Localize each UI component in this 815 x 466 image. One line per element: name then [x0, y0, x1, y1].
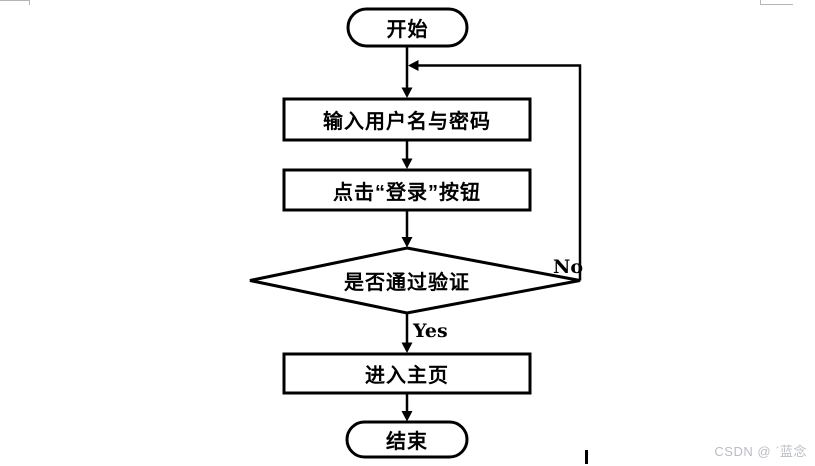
table-border-fragment-top-right-h	[760, 4, 793, 5]
click-login-node-shape	[282, 168, 532, 212]
table-border-fragment-top-left-v	[29, 0, 30, 5]
arrowhead-into-end	[401, 411, 413, 422]
table-border-fragment-top-right-v	[760, 0, 761, 5]
input-credentials-node-shape	[282, 97, 532, 142]
watermark: CSDN @ ˊ蓝念	[714, 444, 807, 459]
arrowhead-into-verify	[401, 237, 413, 248]
edge-no-feedback-line	[417, 64, 582, 281]
verify-decision-shape	[249, 246, 581, 315]
end-node-shape	[345, 420, 469, 459]
start-node-shape	[346, 7, 469, 48]
text-cursor	[585, 450, 588, 464]
arrowhead-into-login	[401, 158, 413, 169]
table-border-fragment-top-left-h	[0, 0, 30, 1]
arrowhead-into-input	[401, 87, 413, 98]
arrowhead-no-feedback	[408, 60, 419, 71]
edge-no-label: No	[553, 256, 584, 278]
arrowhead-into-home	[401, 342, 413, 353]
edge-yes-label: Yes	[413, 320, 448, 342]
enter-home-node-shape	[282, 352, 532, 395]
